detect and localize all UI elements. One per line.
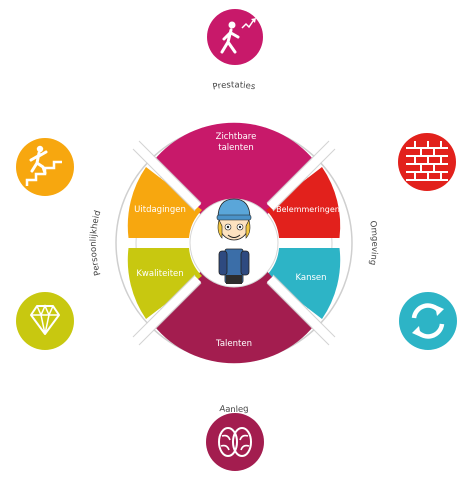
diamond-icon	[16, 292, 74, 350]
segment-uitdagingen	[127, 167, 202, 238]
segment-talenten	[153, 270, 315, 364]
label-zichtbare-line2: talenten	[218, 143, 253, 153]
ring-label-prestaties: Prestaties	[212, 80, 257, 92]
refresh-arrows-icon	[399, 292, 457, 350]
ring-label-omgeving: Omgeving	[367, 220, 379, 266]
segment-belemmeringen	[266, 167, 341, 238]
brick-wall-icon	[398, 133, 456, 191]
brain-icon	[206, 413, 264, 471]
child-illustration	[216, 198, 252, 284]
label-talenten: Talenten	[215, 339, 252, 349]
segment-kwaliteiten	[127, 248, 202, 319]
walking-person-icon	[207, 9, 263, 65]
label-belemmeringen: Belemmeringen	[276, 205, 340, 214]
label-kwaliteiten: Kwaliteiten	[136, 269, 183, 279]
segment-zichtbare-talenten	[153, 122, 315, 216]
label-kansen: Kansen	[295, 273, 326, 283]
ring-divider-outlines	[132, 140, 336, 346]
climbing-stairs-icon	[16, 138, 74, 196]
ring-label-aanleg: Aanleg	[219, 404, 249, 415]
ring-dividers	[132, 141, 336, 345]
label-uitdagingen: Uitdagingen	[134, 205, 186, 215]
label-zichtbare-line1: Zichtbare	[216, 132, 257, 142]
ring-label-persoonlijkheid: Persoonlijkheid	[89, 209, 104, 276]
segment-kansen	[266, 248, 341, 319]
